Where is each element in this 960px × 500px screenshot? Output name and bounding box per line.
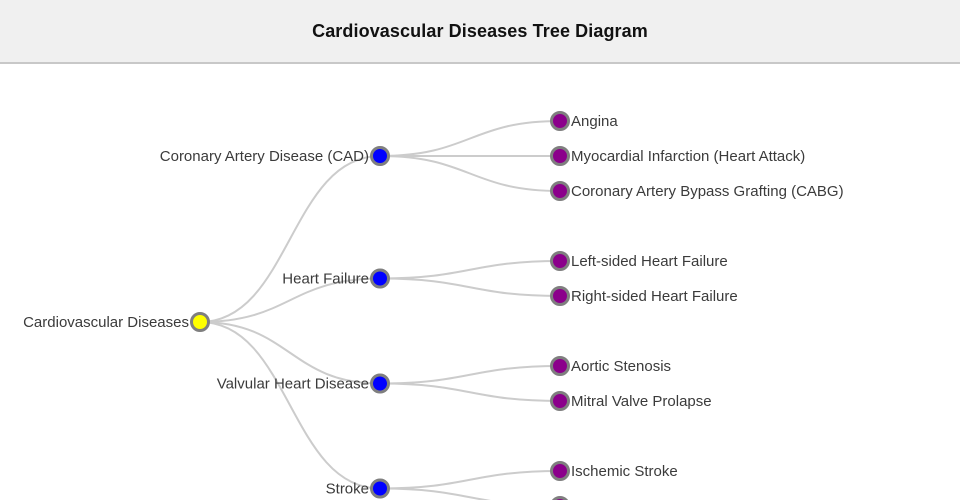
node-circle-vhd[interactable] bbox=[370, 373, 390, 394]
node-circle-cabg[interactable] bbox=[550, 181, 570, 201]
tree-link-stroke-istroke bbox=[379, 470, 561, 490]
node-label-mi: Myocardial Infarction (Heart Attack) bbox=[571, 148, 805, 165]
tree-node-rshf: Right-sided Heart Failure bbox=[550, 286, 738, 306]
tree-node-stroke2 bbox=[552, 496, 569, 500]
tree-node-mi: Myocardial Infarction (Heart Attack) bbox=[550, 146, 805, 166]
node-circle-aosten[interactable] bbox=[550, 356, 570, 376]
node-circle-stroke2[interactable] bbox=[552, 496, 569, 500]
node-label-aosten: Aortic Stenosis bbox=[571, 358, 671, 375]
node-circle-cad[interactable] bbox=[370, 146, 390, 166]
node-circle-angina[interactable] bbox=[550, 111, 570, 131]
tree-link-root-stroke bbox=[199, 321, 381, 490]
node-circle-stroke[interactable] bbox=[370, 478, 390, 499]
tree-link-vhd-mvp bbox=[379, 382, 561, 402]
node-circle-mi[interactable] bbox=[550, 146, 570, 166]
tree-link-vhd-aosten bbox=[379, 365, 561, 385]
tree-link-cad-cabg bbox=[379, 155, 561, 192]
tree-link-hf-lshf bbox=[379, 260, 561, 280]
node-circle-root[interactable] bbox=[190, 312, 210, 332]
node-circle-istroke[interactable] bbox=[550, 461, 570, 481]
node-circle-hf[interactable] bbox=[370, 268, 390, 289]
node-label-istroke: Ischemic Stroke bbox=[571, 463, 678, 480]
node-circle-lshf[interactable] bbox=[550, 251, 570, 271]
tree-link-root-hf bbox=[199, 277, 381, 323]
node-label-vhd: Valvular Heart Disease bbox=[217, 375, 369, 392]
tree-link-root-vhd bbox=[199, 321, 381, 385]
node-label-cabg: Coronary Artery Bypass Grafting (CABG) bbox=[571, 183, 844, 200]
page-title: Cardiovascular Diseases Tree Diagram bbox=[312, 20, 648, 41]
tree-link-hf-rshf bbox=[379, 277, 561, 297]
tree-node-stroke: Stroke bbox=[326, 478, 390, 499]
tree-node-aosten: Aortic Stenosis bbox=[550, 356, 671, 376]
tree-link-stroke-stroke2 bbox=[379, 487, 491, 500]
tree-node-mvp: Mitral Valve Prolapse bbox=[550, 391, 712, 411]
node-label-root: Cardiovascular Diseases bbox=[23, 314, 189, 331]
node-label-lshf: Left-sided Heart Failure bbox=[571, 253, 728, 270]
tree-node-hf: Heart Failure bbox=[282, 268, 390, 289]
tree-node-lshf: Left-sided Heart Failure bbox=[550, 251, 728, 271]
tree-node-cabg: Coronary Artery Bypass Grafting (CABG) bbox=[550, 181, 844, 201]
node-label-mvp: Mitral Valve Prolapse bbox=[571, 393, 712, 410]
title-bar: Cardiovascular Diseases Tree Diagram bbox=[0, 0, 960, 64]
tree-node-istroke: Ischemic Stroke bbox=[550, 461, 678, 481]
tree-node-cad: Coronary Artery Disease (CAD) bbox=[160, 146, 390, 166]
node-label-stroke: Stroke bbox=[326, 480, 369, 497]
tree-node-root: Cardiovascular Diseases bbox=[23, 312, 210, 332]
node-label-cad: Coronary Artery Disease (CAD) bbox=[160, 148, 369, 165]
tree-link-root-cad bbox=[199, 155, 381, 323]
node-label-hf: Heart Failure bbox=[282, 270, 369, 287]
node-circle-rshf[interactable] bbox=[550, 286, 570, 306]
node-circle-mvp[interactable] bbox=[550, 391, 570, 411]
node-label-angina: Angina bbox=[571, 113, 618, 130]
tree-link-cad-angina bbox=[379, 120, 561, 157]
tree-node-angina: Angina bbox=[550, 111, 618, 131]
node-label-rshf: Right-sided Heart Failure bbox=[571, 288, 738, 305]
tree-node-vhd: Valvular Heart Disease bbox=[217, 373, 390, 394]
